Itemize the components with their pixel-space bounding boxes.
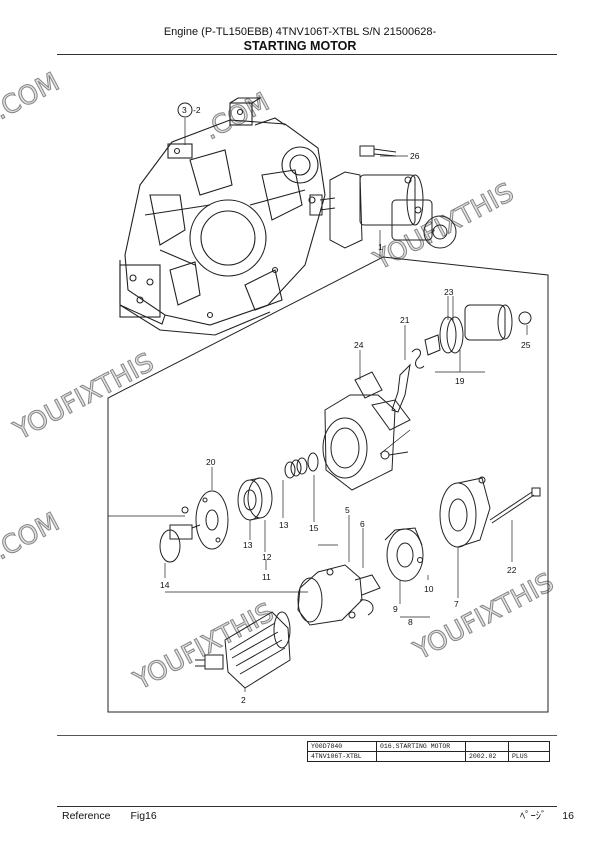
callout-25: 25 bbox=[521, 340, 531, 350]
watermark-text: YOUFIXTHIS bbox=[408, 568, 559, 667]
table-row: Y00D7840 016.STARTING MOTOR bbox=[307, 741, 550, 752]
callout-5: 5 bbox=[345, 505, 350, 515]
leader-lines bbox=[108, 118, 528, 692]
figure-label: Fig16 bbox=[130, 810, 157, 822]
callout-2: 2 bbox=[241, 695, 246, 705]
spring-15 bbox=[284, 452, 319, 479]
callout-10: 10 bbox=[424, 584, 434, 594]
callout-20: 20 bbox=[206, 457, 216, 467]
watermark-text: .COM bbox=[0, 67, 64, 126]
reference-label: Reference bbox=[62, 810, 111, 822]
callout-9: 9 bbox=[393, 604, 398, 614]
callout-7: 7 bbox=[454, 599, 459, 609]
bolt-26 bbox=[359, 145, 397, 157]
drawing-info-table: Y00D7840 016.STARTING MOTOR 4TNV106T-XTB… bbox=[307, 741, 550, 762]
callout-labels: 3 -2 26 1 23 21 24 25 19 20 13 13 12 11 … bbox=[160, 105, 531, 705]
watermark-text: YOUFIXTHIS bbox=[368, 178, 519, 277]
callout-15: 15 bbox=[309, 523, 319, 533]
callout-6: 6 bbox=[360, 519, 365, 529]
diagram-title: Engine (P-TL150EBB) 4TNV106T-XTBL S/N 21… bbox=[163, 26, 437, 38]
armature-2 bbox=[195, 611, 291, 689]
parts-diagram: .COM .COM YOUFIXTHIS YOUFIXTHIS .COM YOU… bbox=[0, 67, 559, 713]
callout-3: 3 bbox=[182, 105, 187, 115]
starting-motor-assembly bbox=[309, 171, 457, 249]
table-cell: Y00D7840 bbox=[307, 741, 377, 752]
watermark-layer: .COM .COM YOUFIXTHIS YOUFIXTHIS .COM YOU… bbox=[0, 67, 559, 698]
shaft-14 bbox=[159, 506, 201, 563]
table-cell bbox=[465, 741, 509, 752]
lever-21 bbox=[391, 348, 425, 413]
table-cell: 016.STARTING MOTOR bbox=[376, 741, 466, 752]
callout-13a: 13 bbox=[279, 520, 289, 530]
page-label: ﾍﾟｰｼﾞ bbox=[520, 810, 547, 822]
callout-24: 24 bbox=[354, 340, 364, 350]
bottom-rule bbox=[57, 735, 557, 736]
table-row: 4TNV106T-XTBL 2002.02 PLUS bbox=[307, 751, 550, 762]
flywheel-housing bbox=[119, 97, 326, 336]
watermark-text: .COM bbox=[0, 507, 64, 566]
rear-cover-7 bbox=[439, 477, 491, 548]
callout-14: 14 bbox=[160, 580, 170, 590]
table-cell bbox=[508, 741, 550, 752]
table-cell: 2002.02 bbox=[465, 751, 509, 762]
through-bolt-22 bbox=[478, 476, 541, 524]
callout-1: 1 bbox=[378, 242, 383, 252]
callout-23: 23 bbox=[444, 287, 454, 297]
callout-19: 19 bbox=[455, 376, 465, 386]
drive-housing-24 bbox=[322, 371, 411, 491]
watermark-text: YOUFIXTHIS bbox=[8, 348, 159, 447]
footer-reference: Reference Fig16 bbox=[62, 810, 157, 822]
yoke-5 bbox=[297, 564, 381, 626]
callout-21: 21 bbox=[400, 315, 410, 325]
callout-26: 26 bbox=[410, 151, 420, 161]
callout-11: 11 bbox=[262, 572, 271, 582]
footer-rule bbox=[57, 806, 557, 807]
page-number: 16 bbox=[562, 810, 574, 822]
plate-20 bbox=[195, 490, 229, 550]
table-cell bbox=[376, 751, 466, 762]
brush-holder-8 bbox=[384, 527, 424, 582]
callout-8: 8 bbox=[408, 617, 413, 627]
callout-12: 12 bbox=[262, 552, 272, 562]
exploded-view-frame bbox=[107, 256, 549, 713]
header-rule bbox=[57, 54, 557, 55]
table-cell: PLUS bbox=[508, 751, 550, 762]
pinion-12 bbox=[237, 477, 273, 521]
footer-page: ﾍﾟｰｼﾞ 16 bbox=[520, 808, 574, 823]
table-cell: 4TNV106T-XTBL bbox=[307, 751, 377, 762]
watermark-text: YOUFIXTHIS bbox=[128, 598, 279, 697]
callout-22: 22 bbox=[507, 565, 517, 575]
small-bolt bbox=[380, 450, 409, 460]
solenoid-switch-19 bbox=[424, 304, 532, 356]
callout-13b: 13 bbox=[243, 540, 253, 550]
callout-3-suffix: -2 bbox=[193, 105, 201, 115]
callout-circle-3 bbox=[177, 102, 193, 118]
watermark-text: .COM bbox=[199, 87, 274, 146]
diagram-subtitle: STARTING MOTOR bbox=[243, 39, 357, 53]
